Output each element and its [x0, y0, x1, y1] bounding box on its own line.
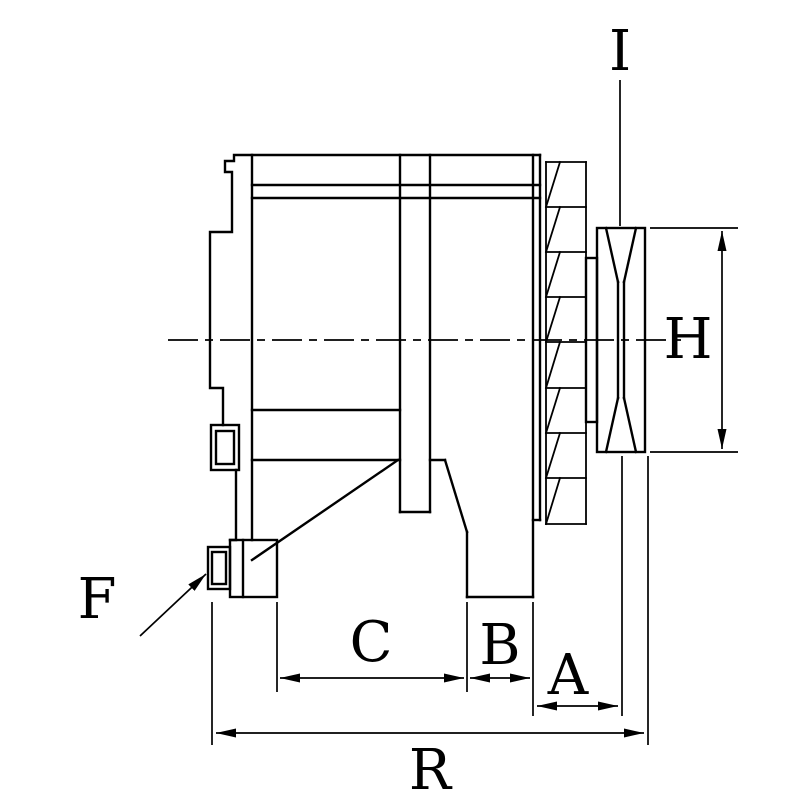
- dim-label-h: H: [664, 307, 713, 372]
- left-mounting-foot: [206, 538, 279, 599]
- dim-label-c: C: [350, 610, 393, 675]
- dim-label-f: F: [78, 567, 117, 632]
- dim-label-i: I: [609, 19, 631, 84]
- right-mounting-foot: [443, 458, 535, 599]
- dim-label-a: A: [547, 643, 589, 708]
- dim-label-r: R: [409, 738, 453, 800]
- dim-label-b: B: [479, 613, 520, 678]
- dimension-annotations: [139, 80, 738, 745]
- cooling-fan: [544, 160, 587, 526]
- alternator-body: [208, 153, 542, 599]
- dim-f-leader: [139, 573, 207, 637]
- dimension-labels: I H F C B A R: [78, 19, 713, 800]
